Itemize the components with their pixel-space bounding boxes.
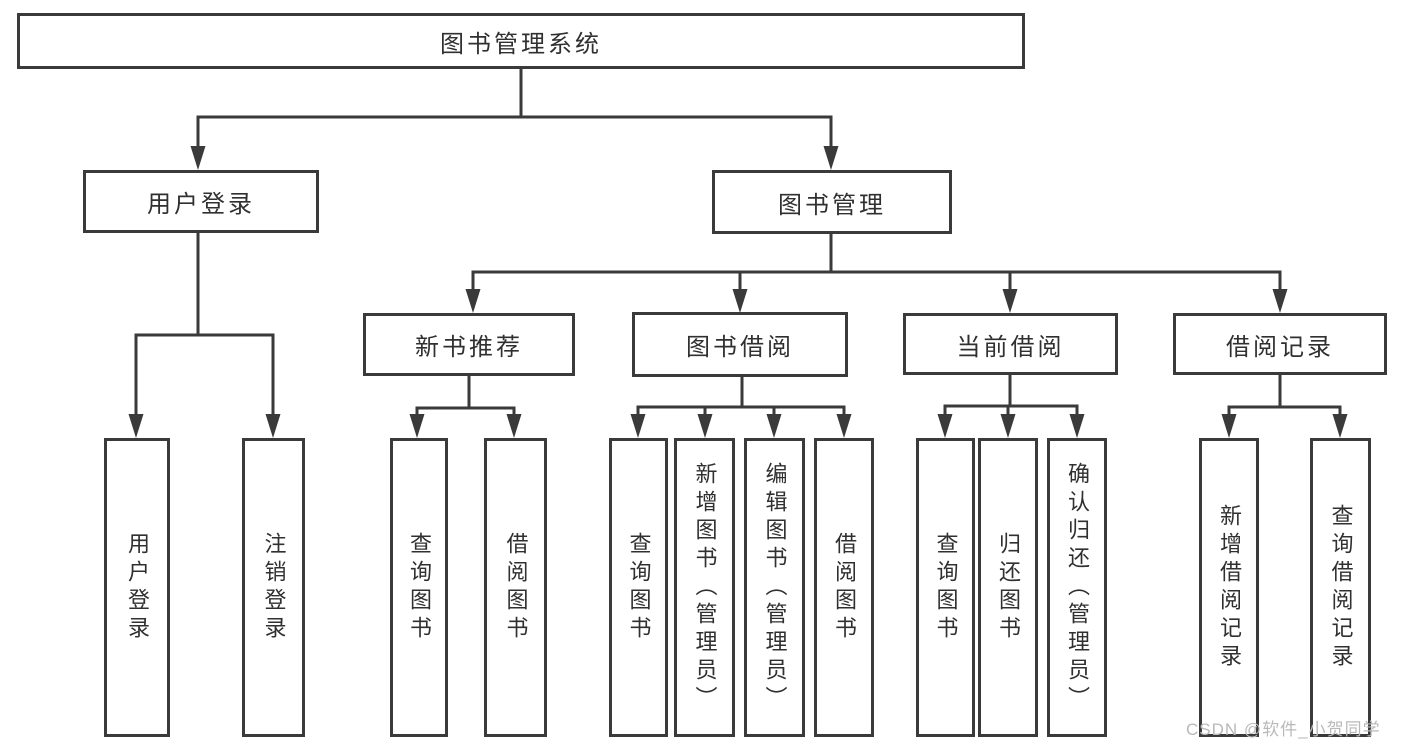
leaf-confirm-return-admin: 确认归还（管理员）	[1047, 438, 1107, 737]
leaf-query-borrow-record: 查询借阅记录	[1310, 438, 1371, 737]
leaf-borrow-books: 借阅图书	[814, 438, 874, 737]
leaf-borrow-books-recommend: 借阅图书	[484, 438, 547, 737]
leaf-logout: 注销登录	[242, 438, 305, 737]
node-book-management: 图书管理	[712, 170, 952, 234]
leaf-return-books: 归还图书	[978, 438, 1038, 737]
leaf-add-borrow-record: 新增借阅记录	[1199, 438, 1259, 737]
leaf-query-books-borrow: 查询图书	[609, 438, 668, 737]
leaf-query-books-recommend: 查询图书	[390, 438, 448, 737]
node-borrow-records: 借阅记录	[1173, 313, 1387, 375]
watermark: CSDN @软件_小贺同学	[1186, 720, 1381, 739]
node-book-borrow: 图书借阅	[632, 312, 848, 377]
leaf-query-books-current: 查询图书	[916, 438, 975, 737]
node-user-login: 用户登录	[83, 170, 319, 233]
leaf-user-login: 用户登录	[104, 438, 170, 737]
node-root: 图书管理系统	[17, 13, 1025, 69]
node-new-book-recommend: 新书推荐	[363, 313, 575, 376]
node-current-borrow: 当前借阅	[903, 313, 1118, 375]
leaf-edit-books-admin: 编辑图书（管理员）	[744, 438, 805, 737]
leaf-add-books-admin: 新增图书（管理员）	[674, 438, 735, 737]
